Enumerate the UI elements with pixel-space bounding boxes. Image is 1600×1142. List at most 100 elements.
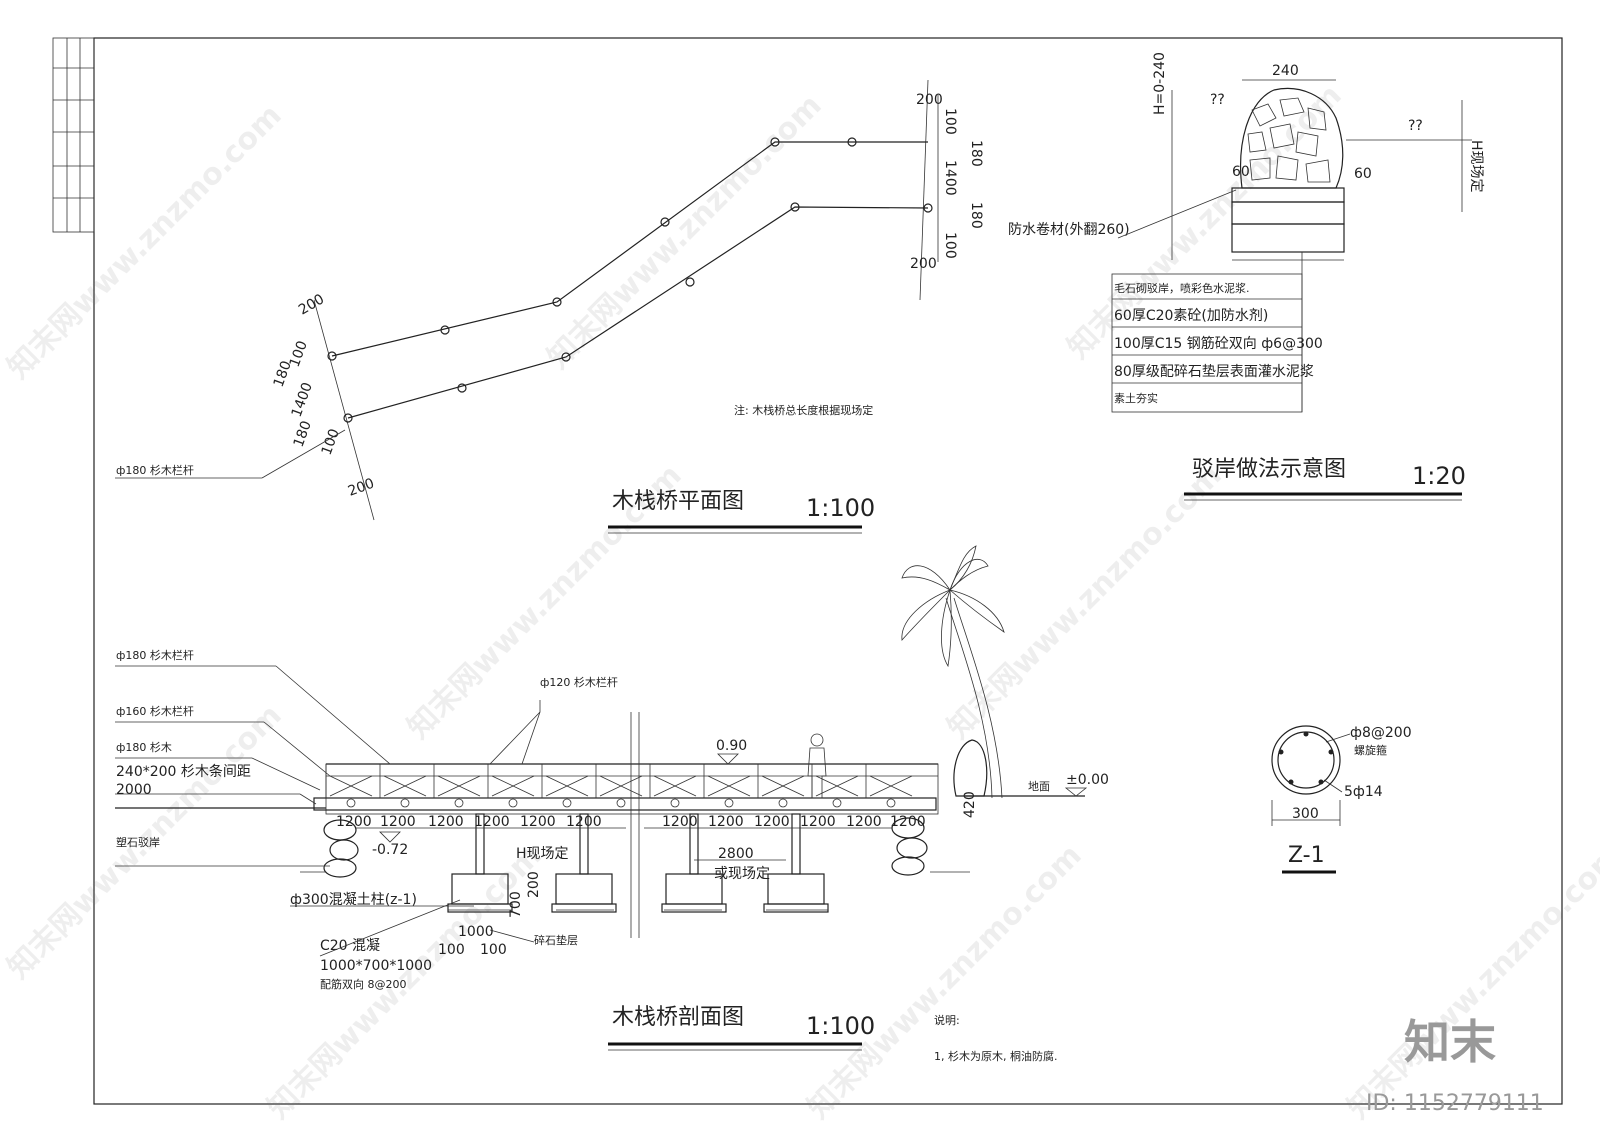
- bay-dim: 1200: [708, 814, 744, 830]
- section-h-site: H现场定: [516, 846, 569, 862]
- plan-dim: 180: [968, 140, 984, 167]
- watermark-text: 知末网www.znzmo.com: [1341, 838, 1600, 1126]
- railing-bay: [491, 775, 535, 797]
- plan-dim: 100: [319, 427, 343, 458]
- section-rebar: 配筋双向 8@200: [320, 977, 407, 991]
- column-footing: [555, 873, 613, 905]
- plan-dim: 100: [942, 108, 958, 135]
- brand-logo: 知末: [1404, 1015, 1496, 1069]
- railing-bay: [761, 775, 805, 797]
- human-figure-icon: [807, 733, 827, 799]
- section-label: ф180 杉木栏杆: [116, 648, 194, 662]
- bay-dim: 1200: [336, 814, 372, 830]
- railing-bay: [778, 798, 788, 808]
- railing-bay: [383, 775, 427, 797]
- section-dim: 200: [526, 871, 542, 898]
- railing-bay: [815, 775, 859, 797]
- column-footing: [447, 903, 513, 913]
- section-footing: 1000*700*1000: [320, 958, 432, 974]
- column-footing: [767, 873, 825, 905]
- railing-bay: [329, 775, 373, 797]
- column-footing: [661, 903, 727, 913]
- railing-bay: [545, 775, 589, 797]
- section-scale: 1:100: [806, 1012, 875, 1040]
- section-dim: 1000: [458, 924, 494, 940]
- bay-dim: 1200: [520, 814, 556, 830]
- column-footing: [763, 903, 829, 913]
- plan-dim: 180: [271, 359, 295, 390]
- railing-bay: [616, 798, 626, 808]
- section-span: 2800: [718, 846, 754, 862]
- rev-layer: 毛石砌驳岸，喷彩色水泥浆.: [1114, 281, 1250, 295]
- section-gravel: 碎石垫层: [534, 933, 578, 947]
- notes-head: 说明:: [934, 1013, 960, 1027]
- section-label: 240*200 杉木条间距: [116, 763, 251, 780]
- railing-bay: [886, 798, 896, 808]
- railing-bay: [869, 775, 913, 797]
- bay-dim: 1200: [662, 814, 698, 830]
- railing-bay: [724, 798, 734, 808]
- plan-dim: 200: [346, 476, 377, 500]
- plan-scale: 1:100: [806, 494, 875, 522]
- plan-dim: 180: [291, 419, 315, 450]
- plan-dim: 1400: [942, 160, 958, 196]
- z1-title: Z-1: [1288, 843, 1325, 868]
- railing-bay: [653, 775, 697, 797]
- rev-h-site: H现场定: [1468, 140, 1484, 193]
- rev-dim-h: H=0-240: [1152, 52, 1168, 115]
- section-ground: 地面: [1028, 780, 1050, 793]
- rev-layer: 80厚级配碎石垫层表面灌水泥浆: [1114, 364, 1314, 380]
- bay-dim: 1200: [754, 814, 790, 830]
- z1-dia: 300: [1292, 806, 1319, 822]
- rev-q2: ??: [1408, 118, 1423, 134]
- column-footing: [551, 903, 617, 913]
- rev-side: 60: [1354, 166, 1372, 182]
- palm-tree-icon: [901, 545, 1005, 799]
- section-span-note: 或现场定: [714, 866, 770, 882]
- bay-dim: 1200: [428, 814, 464, 830]
- watermark-text: 知末网www.znzmo.com: [941, 458, 1229, 746]
- plan-rail-lower: [347, 206, 929, 419]
- railing-bay: [670, 798, 680, 808]
- rev-scale: 1:20: [1412, 462, 1466, 490]
- stone-wall: [1240, 87, 1344, 189]
- section-label: ф120 杉木栏杆: [540, 675, 618, 689]
- column-footing: [791, 813, 801, 875]
- rev-dim-width: 240: [1272, 63, 1299, 79]
- railing-bay: [454, 798, 464, 808]
- rev-q1: ??: [1210, 92, 1225, 108]
- railing-bay: [599, 775, 643, 797]
- plan-dim: 200: [296, 291, 327, 318]
- railing-bay: [437, 775, 481, 797]
- plan-dim: 1400: [289, 380, 316, 419]
- plan-view: 200 100 180 1400 180 100 200 200 100 180…: [115, 79, 984, 534]
- plan-title: 木栈桥平面图: [612, 489, 744, 514]
- bay-dim: 1200: [474, 814, 510, 830]
- drawing-frame: [93, 37, 1563, 1105]
- bay-dim: 1200: [890, 814, 926, 830]
- section-elev: 0.90: [716, 738, 747, 754]
- bay-dim: 1200: [380, 814, 416, 830]
- plan-rail-upper: [331, 141, 928, 357]
- rev-title: 驳岸做法示意图: [1192, 457, 1346, 482]
- section-dim: 420: [962, 791, 978, 818]
- plan-dim: 200: [910, 256, 937, 272]
- railing-bay: [562, 798, 572, 808]
- plan-dim: 100: [942, 232, 958, 259]
- section-label: 2000: [116, 782, 152, 798]
- section-elev: -0.72: [372, 842, 408, 858]
- railing-bay: [508, 798, 518, 808]
- z1-main: 5ф14: [1344, 784, 1383, 800]
- section-label: ф160 杉木栏杆: [116, 704, 194, 718]
- title-block: [52, 37, 95, 233]
- rev-layer: 100厚C15 钢筋砼双向 ф6@300: [1114, 335, 1323, 352]
- section-dim: 100: [438, 942, 465, 958]
- notes-line: 1, 杉木为原木, 桐油防腐.: [934, 1049, 1057, 1063]
- section-title: 木栈桥剖面图: [612, 1005, 744, 1030]
- plan-note: 注: 木栈桥总长度根据现场定: [734, 403, 873, 417]
- section-c20: C20 混凝: [320, 938, 380, 954]
- section-label: ф180 杉木: [116, 740, 172, 754]
- section-column-label: ф300混凝土柱(z-1): [290, 892, 417, 908]
- rev-waterproof: 防水卷材(外翻260): [1008, 222, 1130, 238]
